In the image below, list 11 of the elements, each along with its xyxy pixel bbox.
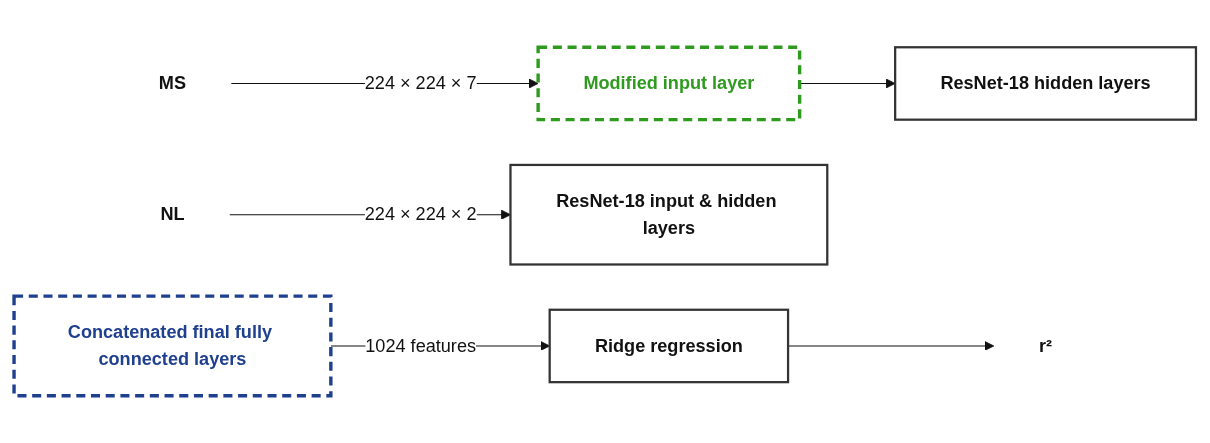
edge-label: 224 × 224 × 7 [364, 73, 477, 93]
node-box: ResNet-18 hidden layers [894, 46, 1198, 121]
node-box: ResNet-18 input & hidden layers [509, 163, 829, 266]
node-box: Ridge regression [548, 308, 790, 384]
node-text: NL [160, 204, 185, 224]
node-text: MS [158, 73, 187, 93]
node-box: Modified input layer [536, 45, 802, 122]
edge-label: 1024 features [365, 335, 477, 356]
node-box: Concatenated final fully connected layers [12, 294, 333, 398]
node-text: r² [1039, 335, 1053, 356]
edge-label: 224 × 224 × 2 [364, 204, 477, 224]
